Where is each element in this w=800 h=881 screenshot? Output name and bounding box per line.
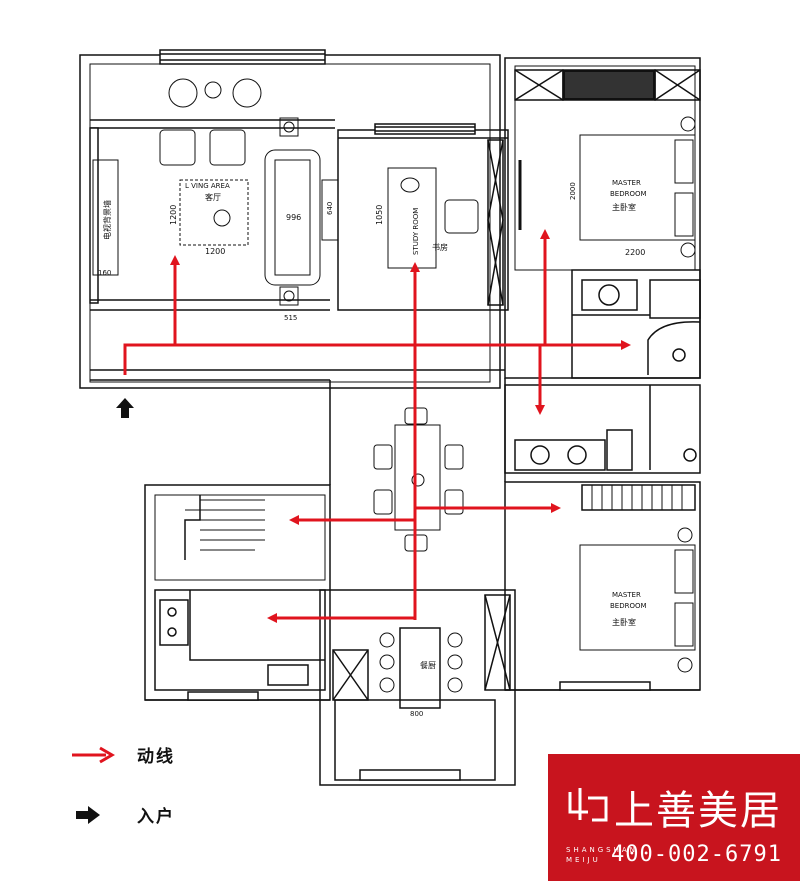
- tv-label: 电视背景墙: [102, 200, 112, 240]
- study-en-label: STUDY ROOM: [412, 208, 420, 255]
- brand-phone: 400-002-6791: [611, 842, 782, 867]
- flow-main-horizontal: [123, 340, 631, 375]
- brand-logo-icon: [568, 788, 608, 822]
- sofa-dim: 996: [286, 213, 301, 222]
- study-cn-label: 书房: [432, 242, 448, 252]
- study-dim: 1050: [375, 205, 384, 225]
- legend-flow-label: 动线: [137, 747, 175, 767]
- living-dim-w: 1200: [205, 247, 225, 256]
- tv-dim: 160: [98, 269, 111, 277]
- flow-lines: [123, 229, 631, 623]
- brand-name: 上善美居: [614, 788, 782, 834]
- brand-panel: 上善美居 SHANGSHAN MEIJU 400-002-6791: [548, 754, 800, 881]
- black-arrow-icon: [76, 805, 100, 824]
- entry-arrow-icon: [116, 398, 134, 418]
- brand-pinyin-1: SHANGSHAN: [566, 846, 638, 854]
- master-en2-label: BEDROOM: [610, 190, 647, 198]
- legend-flow: 动线: [70, 742, 175, 767]
- walls: [79, 49, 701, 786]
- sofa-side-dim: 640: [326, 202, 334, 215]
- kitchen-dim: 800: [410, 710, 423, 718]
- kitchen-cn-label: 餐厨: [420, 661, 436, 670]
- living-dim-h: 1200: [169, 205, 178, 225]
- red-arrow-icon: [72, 746, 115, 763]
- room-labels: L VING AREA 客厅 1200 1200 996 640 515 电视背…: [98, 179, 647, 718]
- legend-entry: 入户: [70, 802, 175, 827]
- side-dim: 515: [284, 314, 297, 322]
- furniture: [92, 78, 696, 693]
- master-dim-w: 2200: [625, 248, 645, 257]
- living-cn-label: 客厅: [205, 192, 221, 202]
- living-en-label: L VING AREA: [185, 182, 230, 190]
- legend-entry-label: 入户: [137, 807, 175, 827]
- second-en-label: MASTER: [612, 591, 641, 599]
- second-en2-label: BEDROOM: [610, 602, 647, 610]
- brand-pinyin-2: MEIJU: [566, 856, 601, 864]
- master-en-label: MASTER: [612, 179, 641, 187]
- master-cn-label: 主卧室: [612, 202, 636, 212]
- master-dim-h: 2000: [569, 182, 577, 200]
- second-cn-label: 主卧室: [612, 617, 636, 627]
